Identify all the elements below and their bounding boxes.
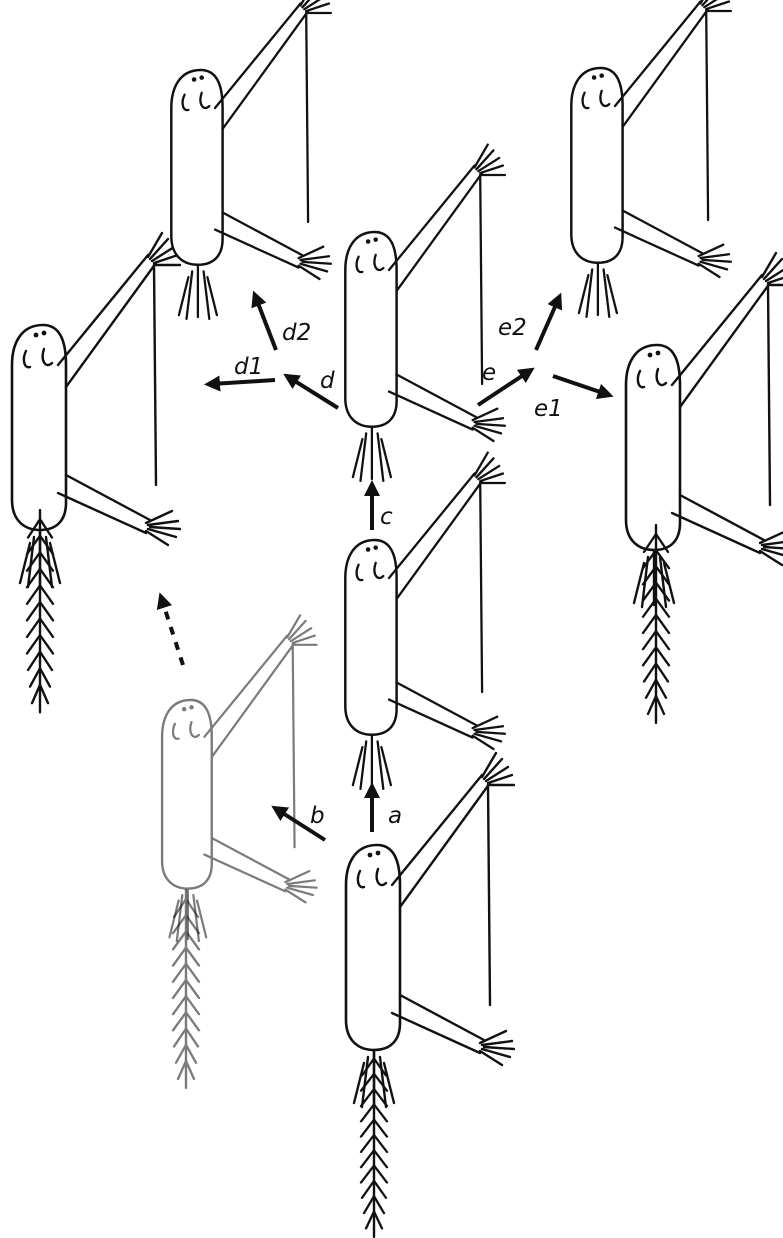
organism-top-right [571, 0, 731, 317]
tail-bottom-left-faded [173, 890, 199, 1088]
arrow-d1 [212, 380, 275, 384]
label-d2: d2 [282, 320, 311, 346]
arrow-d2 [256, 298, 276, 350]
organism-middle-center [345, 453, 505, 789]
organism-top-center [345, 145, 505, 481]
label-d1: d1 [234, 354, 263, 380]
label-e2: e2 [498, 315, 527, 341]
organism-top-left [171, 0, 331, 319]
label-e: e [482, 360, 496, 386]
label-a: a [388, 803, 402, 829]
organism-right [626, 253, 783, 607]
tail-left [27, 510, 53, 712]
tail-right [643, 525, 669, 723]
label-e1: e1 [534, 396, 563, 422]
arrow-e2 [536, 300, 558, 350]
arrow-e1 [553, 376, 606, 394]
arrow-dashed [162, 600, 183, 665]
label-b: b [310, 803, 325, 829]
label-c: c [380, 504, 393, 530]
label-d: d [320, 368, 335, 394]
organism-left [12, 233, 180, 587]
